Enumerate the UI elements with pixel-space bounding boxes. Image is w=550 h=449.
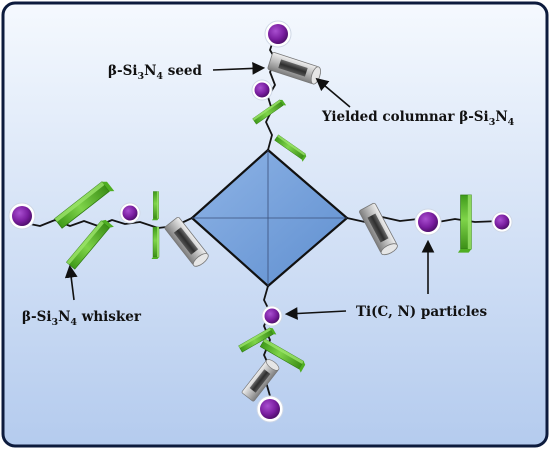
label-whisker: β-Si3N4 whisker	[22, 309, 142, 328]
purple-sphere-icon	[491, 211, 513, 233]
purple-sphere-icon	[264, 20, 292, 48]
purple-sphere-icon	[256, 395, 284, 423]
purple-sphere-icon	[119, 202, 141, 224]
purple-sphere-icon	[414, 208, 442, 236]
label-particles: Ti(C, N) particles	[356, 304, 487, 320]
purple-sphere-icon	[8, 202, 36, 230]
purple-sphere-icon	[261, 305, 283, 327]
label-seed: β-Si3N4 seed	[108, 63, 203, 82]
purple-sphere-icon	[251, 79, 273, 101]
label-columnar: Yielded columnar β-Si3N4	[321, 109, 515, 128]
vickers-indent-diamond-icon	[190, 148, 349, 288]
annotation-arrows	[64, 61, 435, 320]
